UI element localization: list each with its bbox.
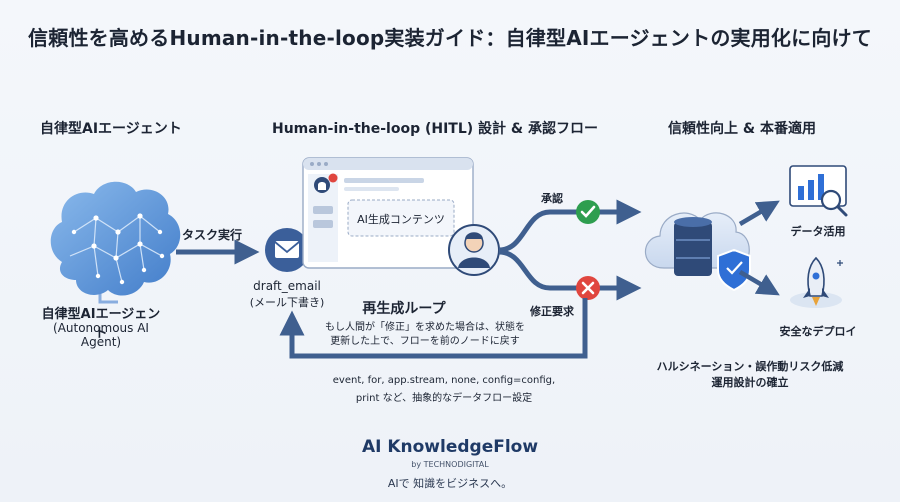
brand-tagline: AIで 知識をビジネスへ。 (387, 477, 513, 490)
brain-icon (50, 181, 181, 304)
section-heading-hitl: Human-in-the-loop (HITL) 設計 & 承認フロー (272, 121, 598, 137)
benefit-line2: 運用設計の確立 (711, 376, 789, 389)
loop-title: 再生成ループ (362, 301, 446, 317)
code-line2: print など、抽象的なデータフロー設定 (355, 393, 533, 404)
approve-arrow (498, 199, 642, 253)
agent-name: 自律型AIエージェント (41, 307, 161, 341)
safe-deploy-label: 安全なデプロイ (779, 325, 857, 338)
email-icon (265, 228, 309, 272)
agent-name-en: (Autonomous AI Agent) (53, 321, 149, 349)
cross-icon (576, 276, 600, 300)
review-window (302, 157, 474, 269)
shield-icon (717, 248, 751, 292)
check-icon (576, 200, 600, 224)
approve-label: 承認 (541, 192, 563, 205)
loop-desc-line1: もし人間が「修正」を求めた場合は、状態を (325, 322, 525, 333)
code-line1: event, for, app.stream, none, config=con… (332, 375, 556, 386)
task-label: タスク実行 (181, 228, 242, 242)
arrow-to-deploy (738, 270, 780, 296)
arrow-to-data (738, 200, 780, 226)
section-heading-production: 信頼性向上 & 本番適用 (668, 121, 816, 137)
reject-arrow (498, 249, 642, 301)
regeneration-loop-arrow (279, 298, 588, 359)
benefit-line1: ハルシネーション・誤作動リスク低減 (656, 360, 844, 373)
draft-label: draft_email (253, 279, 321, 293)
ai-content-label: AI生成コンテンツ (357, 213, 445, 226)
loop-desc-line2: 更新した上で、フローを前のノードに戻す (330, 336, 520, 347)
rocket-icon (790, 256, 843, 308)
brand-by: by TECHNODIGITAL (411, 460, 489, 469)
person-icon (448, 224, 500, 276)
section-heading-agent: 自律型AIエージェント (40, 121, 182, 137)
reject-label: 修正要求 (530, 305, 574, 318)
brand-name: AI KnowledgeFlow (361, 437, 539, 457)
data-usage-label: データ活用 (790, 225, 846, 238)
analytics-icon (789, 165, 848, 217)
page-title: 信頼性を高めるHuman-in-the-loop実装ガイド：自律型AIエージェン… (28, 26, 872, 50)
draft-sub-label: (メール下書き) (249, 296, 325, 309)
